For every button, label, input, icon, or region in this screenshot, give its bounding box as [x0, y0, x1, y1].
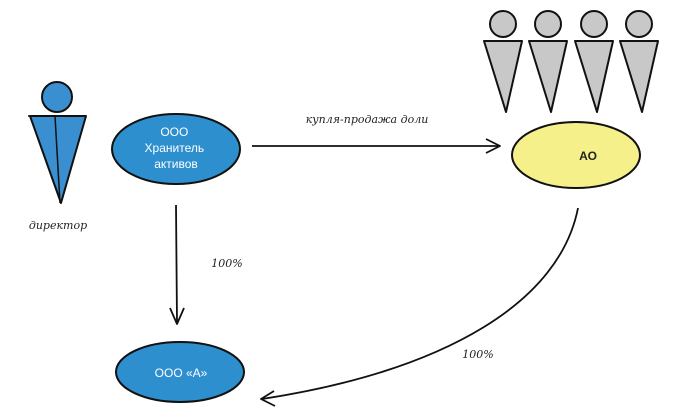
arrow-share-left [169, 204, 185, 325]
node-llc-a: ООО «А» [115, 341, 245, 403]
node-holder-line-1: ООО [160, 125, 188, 139]
shareholder-icon-1 [483, 10, 523, 113]
node-llc-a-label: ООО «А» [155, 366, 208, 380]
share-right-label: 100% [462, 348, 493, 361]
shareholder-icon-2 [528, 10, 568, 113]
node-ao-label: АО [579, 149, 597, 163]
node-holder-line-2: Хранитель [145, 141, 205, 155]
shareholder-icon-4 [619, 10, 659, 113]
node-holder-label: ООО Хранитель активов [145, 125, 208, 171]
arrow-share-right [260, 207, 579, 407]
arrow-sale [252, 138, 501, 154]
node-holder: ООО Хранитель активов [111, 113, 241, 185]
director-person-icon [28, 81, 87, 204]
director-label: директор [29, 219, 87, 232]
sale-label: купля-продажа доли [306, 113, 429, 126]
node-ao: АО [511, 121, 641, 189]
shareholder-icon-3 [574, 10, 614, 113]
node-holder-line-3: активов [154, 157, 198, 171]
share-left-label: 100% [211, 257, 242, 270]
